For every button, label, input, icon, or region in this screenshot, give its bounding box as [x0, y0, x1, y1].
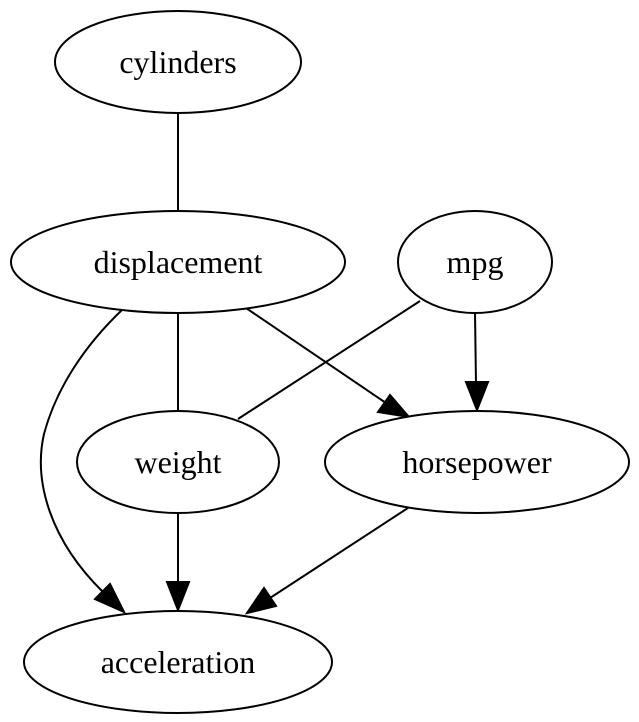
arrowhead — [244, 586, 278, 615]
edge-displacement-horsepower — [245, 307, 412, 419]
edge-mpg-horsepower — [464, 311, 490, 413]
edge-mpg-weight — [237, 300, 421, 420]
nodes: cylinders displacement mpg weight horsep… — [10, 10, 630, 714]
arrowhead — [376, 393, 412, 419]
edge-weight-acceleration — [165, 512, 191, 613]
node-weight: weight — [76, 410, 280, 514]
edges — [39, 113, 490, 615]
edge-horsepower-acceleration — [244, 505, 412, 615]
node-displacement: displacement — [10, 210, 346, 314]
node-cylinders: cylinders — [54, 10, 302, 114]
node-label-horsepower: horsepower — [402, 444, 552, 480]
arrowhead — [464, 381, 490, 413]
edge-displacement-acceleration — [39, 308, 127, 615]
node-mpg: mpg — [397, 210, 553, 314]
node-label-displacement: displacement — [94, 244, 263, 280]
arrowhead — [93, 582, 127, 615]
node-acceleration: acceleration — [23, 610, 333, 714]
node-label-acceleration: acceleration — [101, 644, 256, 680]
node-label-weight: weight — [134, 444, 221, 480]
arrowhead — [165, 581, 191, 613]
node-horsepower: horsepower — [324, 410, 630, 514]
node-label-mpg: mpg — [447, 244, 504, 280]
node-label-cylinders: cylinders — [119, 44, 236, 80]
